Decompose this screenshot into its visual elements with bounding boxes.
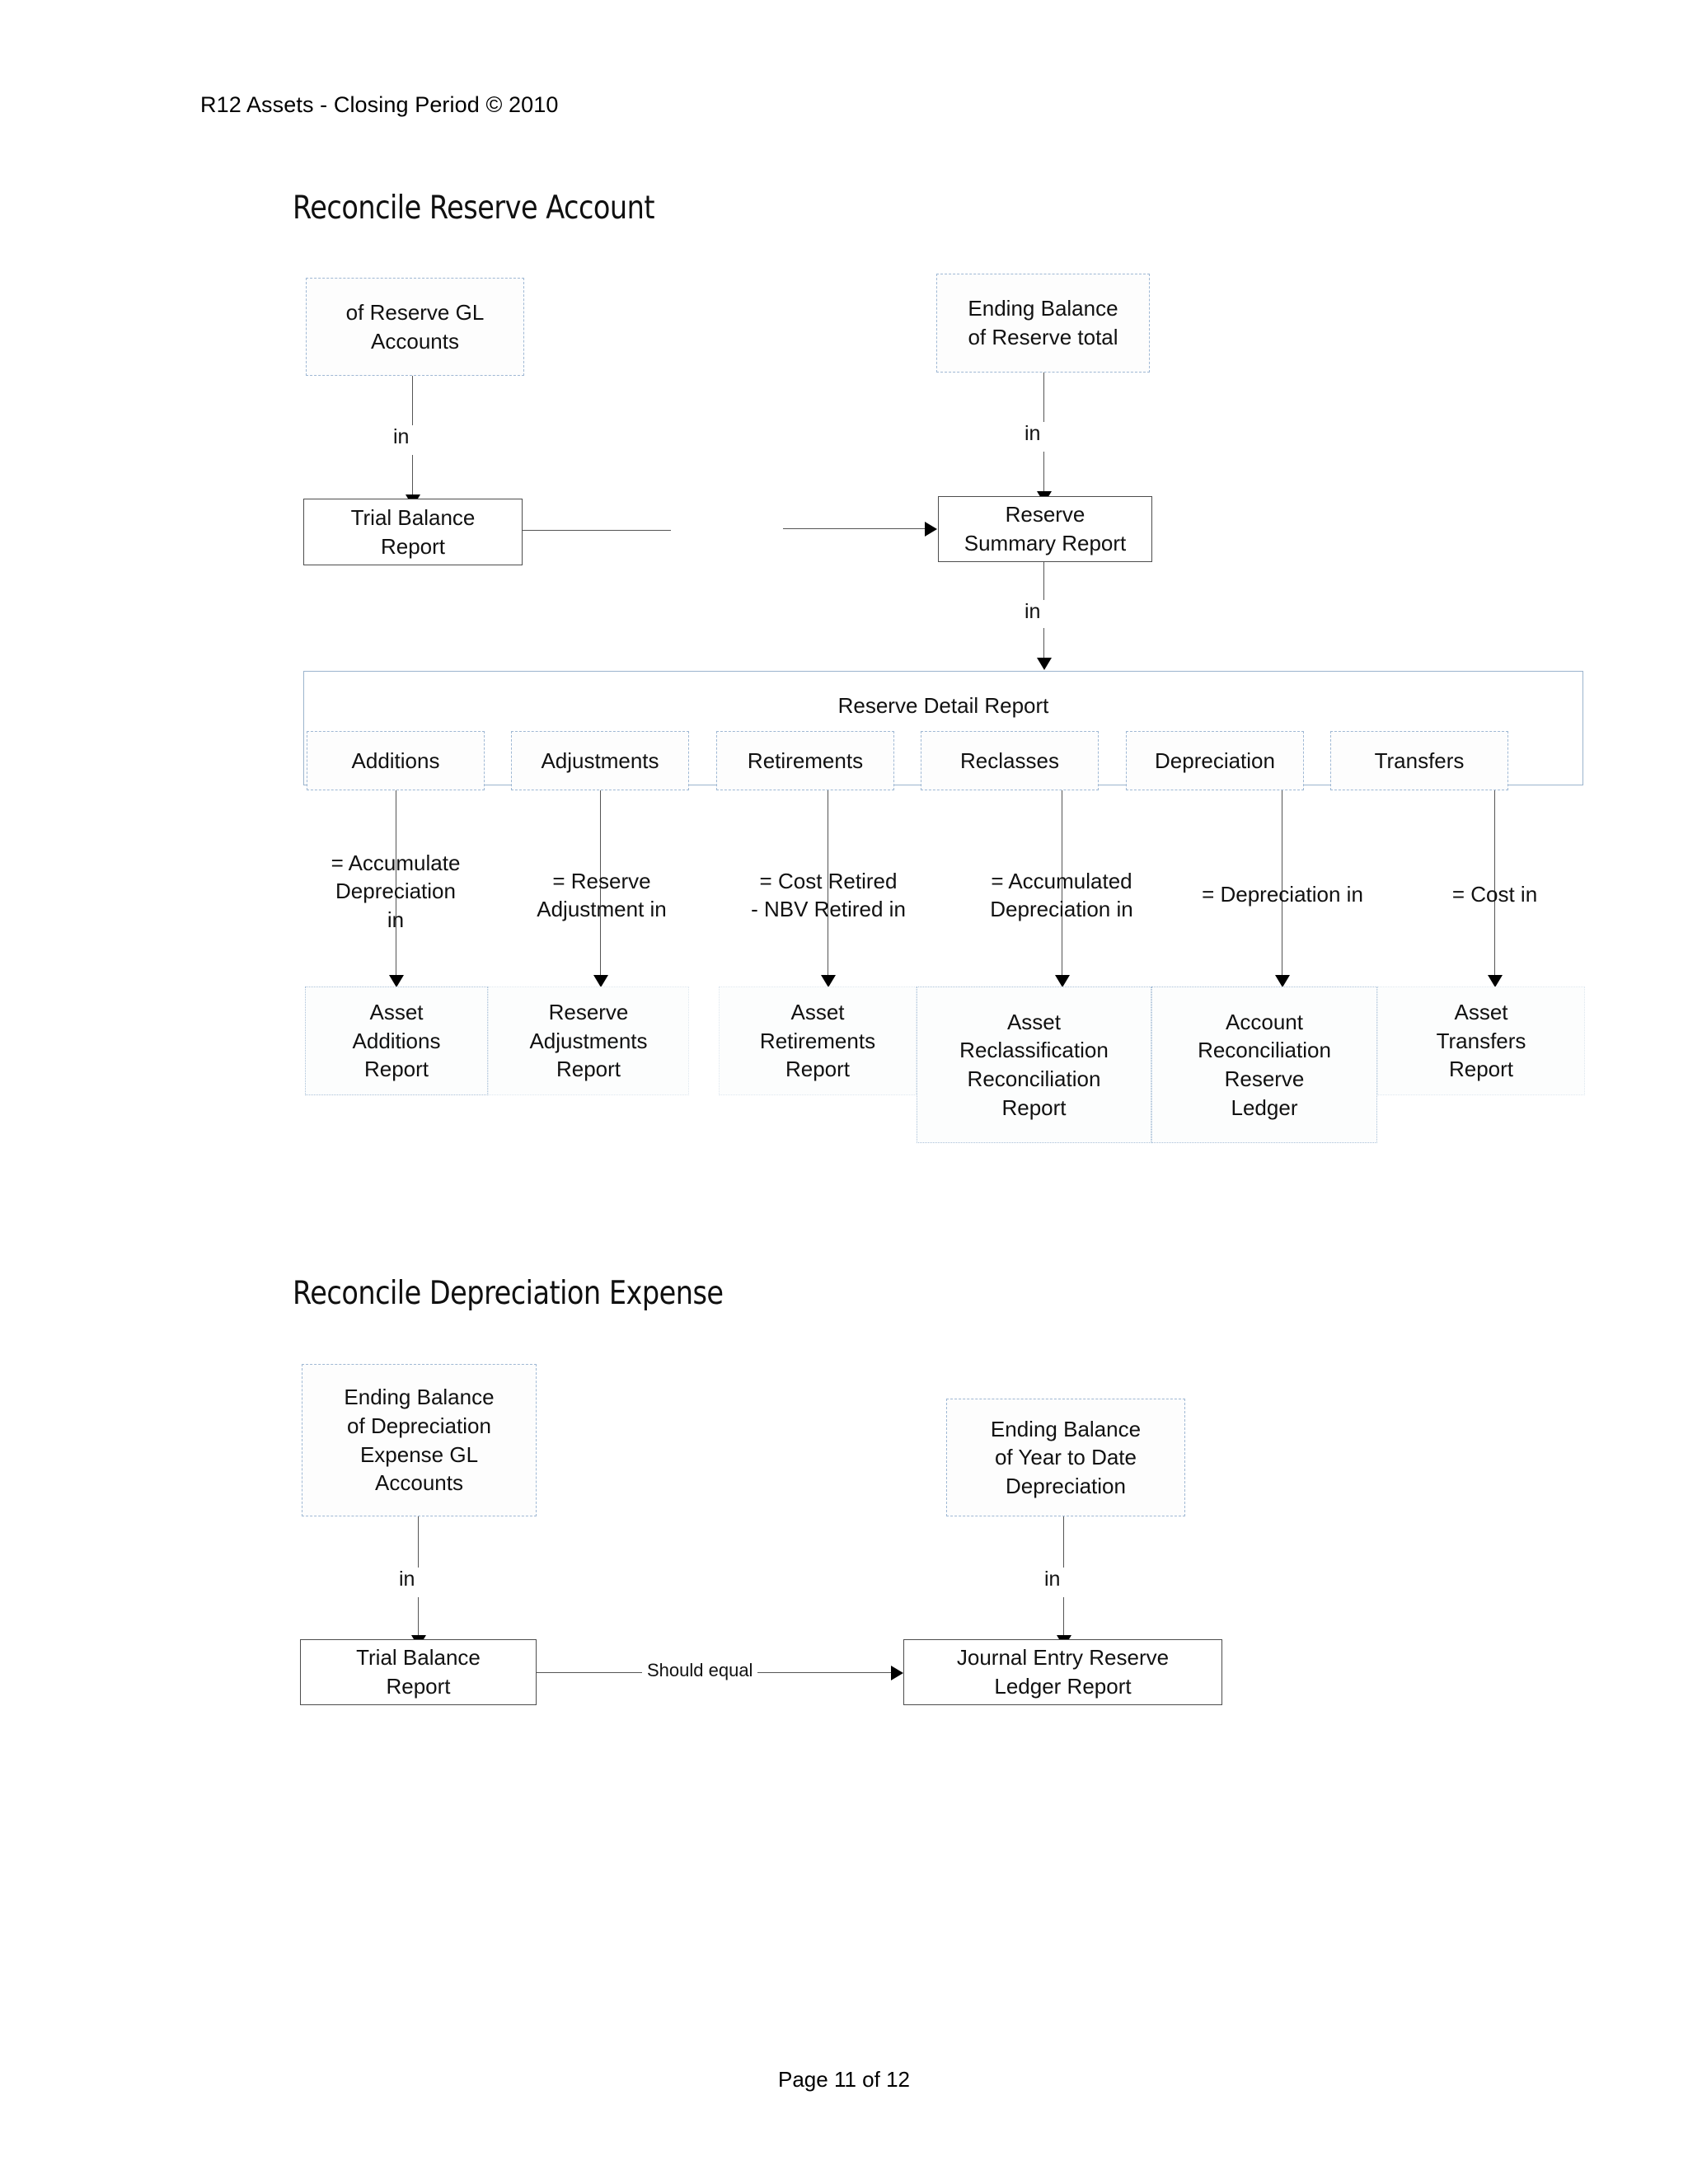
calc-label-depreciation: = Depreciation in <box>1202 882 1363 907</box>
column-header-depreciation: Depreciation <box>1126 731 1304 790</box>
report-box-asset-transfers-label: Asset Transfers Report <box>1436 1000 1526 1082</box>
node-reserve-summary-report: Reserve Summary Report <box>938 496 1152 562</box>
report-box-reserve-adjustments: Reserve Adjustments Report <box>488 987 689 1095</box>
column-header-retirements: Retirements <box>716 731 894 790</box>
section-title-reconcile-reserve-account: Reconcile Reserve Account <box>293 190 655 227</box>
column-header-reclasses-label: Reclasses <box>960 748 1059 773</box>
arrowhead-reclasses <box>1055 975 1070 987</box>
arrowhead-retirements <box>821 975 836 987</box>
node-trial-balance-report-2: Trial Balance Report <box>300 1639 537 1705</box>
node-trial-balance-report-2-label: Trial Balance Report <box>356 1645 481 1699</box>
node-reserve-summary-report-label: Reserve Summary Report <box>964 502 1127 555</box>
report-box-account-reconciliation-reserve-ledger-label: Account Reconciliation Reserve Ledger <box>1198 1009 1331 1120</box>
edge-label-ytd-to-journal: in <box>1044 1568 1061 1591</box>
connector-line-gl-to-trial-2-lower <box>418 1597 419 1638</box>
connector-line-trial-to-summary-right <box>783 528 925 529</box>
column-header-additions-label: Additions <box>351 748 440 773</box>
calc-label-transfers: = Cost in <box>1451 882 1538 907</box>
connector-line-trial-to-summary-left <box>523 530 671 531</box>
connector-line-summary-to-detail <box>1043 562 1044 600</box>
node-ending-balance-ytd-depreciation: Ending Balance of Year to Date Depreciat… <box>946 1399 1185 1516</box>
report-box-asset-reclassification-reconciliation: Asset Reclassification Reconciliation Re… <box>917 987 1151 1143</box>
report-box-account-reconciliation-reserve-ledger: Account Reconciliation Reserve Ledger <box>1151 987 1377 1143</box>
arrowhead-trial-to-journal <box>891 1666 903 1680</box>
section-title-reconcile-depreciation-expense: Reconcile Depreciation Expense <box>293 1275 724 1312</box>
calc-label-reclasses: = Accumulated Depreciation in <box>990 869 1133 922</box>
column-header-depreciation-label: Depreciation <box>1155 748 1275 773</box>
arrowhead-transfers <box>1488 975 1503 987</box>
node-reserve-gl-accounts: of Reserve GL Accounts <box>306 278 524 376</box>
edge-label-should-equal: Should equal <box>642 1660 758 1681</box>
connector-line-ytd-to-journal-lower <box>1063 1597 1064 1638</box>
connector-line-balance-to-summary <box>1043 373 1044 422</box>
report-box-reserve-adjustments-label: Reserve Adjustments Report <box>529 1000 648 1082</box>
arrowhead-adjustments <box>593 975 608 987</box>
connector-line-balance-to-summary-lower <box>1043 452 1044 494</box>
node-journal-entry-reserve-ledger-report: Journal Entry Reserve Ledger Report <box>903 1639 1222 1705</box>
report-box-asset-additions-label: Asset Additions Report <box>352 1000 441 1082</box>
report-box-asset-retirements-label: Asset Retirements Report <box>759 1000 876 1082</box>
node-reserve-gl-accounts-label: of Reserve GL Accounts <box>345 299 485 354</box>
edge-label-gl-to-trial: in <box>393 425 410 448</box>
report-box-asset-transfers: Asset Transfers Report <box>1377 987 1585 1095</box>
arrowhead-additions <box>389 975 404 987</box>
column-header-adjustments-label: Adjustments <box>541 748 659 773</box>
edge-label-gl-to-trial-2: in <box>399 1568 415 1591</box>
report-box-asset-reclassification-reconciliation-label: Asset Reclassification Reconciliation Re… <box>959 1009 1109 1120</box>
node-ending-balance-depreciation-expense-gl: Ending Balance of Depreciation Expense G… <box>302 1364 537 1516</box>
connector-line-adjustments <box>600 790 601 980</box>
column-header-additions: Additions <box>307 731 485 790</box>
connector-line-gl-to-trial-2 <box>418 1516 419 1568</box>
connector-line-ytd-to-journal <box>1063 1516 1064 1568</box>
arrowhead-summary-to-detail <box>1037 658 1052 670</box>
calc-label-adjustments: = Reserve Adjustment in <box>537 869 667 922</box>
calc-label-retirements: = Cost Retired - NBV Retired in <box>751 869 906 922</box>
column-header-reclasses: Reclasses <box>921 731 1099 790</box>
column-header-retirements-label: Retirements <box>747 748 864 773</box>
column-header-adjustments: Adjustments <box>511 731 689 790</box>
node-trial-balance-report-label: Trial Balance Report <box>350 504 476 559</box>
document-footer: Page 11 of 12 <box>778 2067 910 2092</box>
node-trial-balance-report: Trial Balance Report <box>303 499 523 565</box>
connector-line-summary-to-detail-lower <box>1043 628 1044 659</box>
node-journal-entry-reserve-ledger-report-label: Journal Entry Reserve Ledger Report <box>956 1645 1170 1699</box>
node-ending-balance-reserve-total: Ending Balance of Reserve total <box>936 274 1150 373</box>
edge-label-summary-to-detail: in <box>1025 600 1041 623</box>
report-box-asset-additions: Asset Additions Report <box>305 987 488 1095</box>
report-box-asset-retirements: Asset Retirements Report <box>719 987 917 1095</box>
connector-line-gl-to-trial-lower <box>412 455 413 498</box>
document-header: R12 Assets - Closing Period © 2010 <box>200 92 559 117</box>
column-header-transfers-label: Transfers <box>1374 748 1465 773</box>
node-ending-balance-reserve-total-label: Ending Balance of Reserve total <box>968 296 1118 349</box>
connector-line-gl-to-trial <box>412 376 413 425</box>
column-header-transfers: Transfers <box>1330 731 1508 790</box>
arrowhead-depreciation <box>1275 975 1290 987</box>
node-ending-balance-depreciation-expense-gl-label: Ending Balance of Depreciation Expense G… <box>344 1385 495 1496</box>
connector-line-transfers <box>1494 790 1495 980</box>
arrowhead-trial-to-summary <box>925 522 937 537</box>
calc-label-additions: = Accumulate Depreciation in <box>331 851 461 932</box>
container-reserve-detail-report-title: Reserve Detail Report <box>837 693 1049 718</box>
node-ending-balance-ytd-depreciation-label: Ending Balance of Year to Date Depreciat… <box>990 1416 1142 1498</box>
edge-label-balance-to-summary: in <box>1025 422 1041 445</box>
